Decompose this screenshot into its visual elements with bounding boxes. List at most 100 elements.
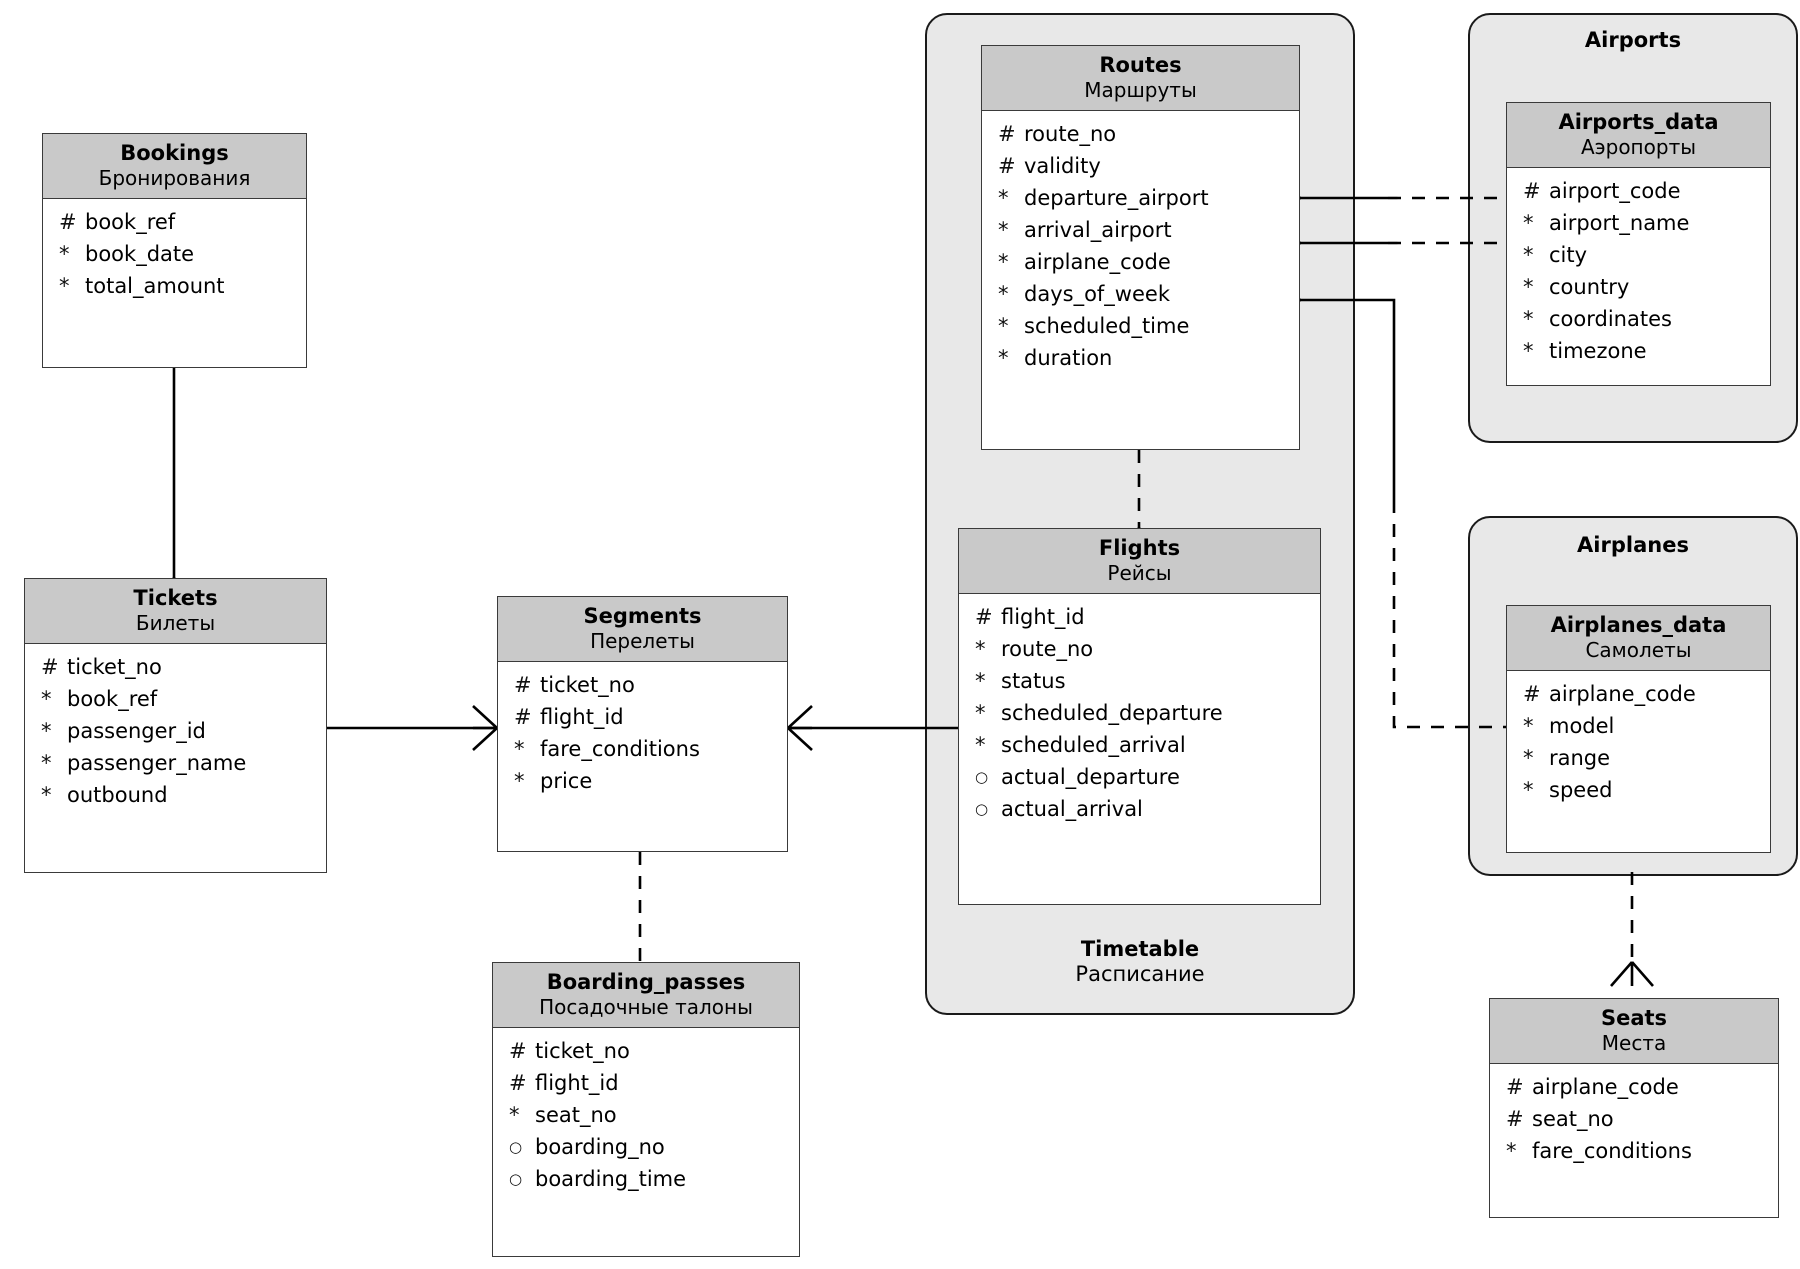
entity-segments-header: Segments Перелеты <box>498 597 787 663</box>
attribute-row: * status <box>959 666 1320 698</box>
attribute-row: # airplane_code <box>1507 679 1770 711</box>
entity-bookings[interactable]: Bookings Бронирования # book_ref * book_… <box>42 133 307 368</box>
attribute-row: * scheduled_time <box>982 311 1299 343</box>
entity-routes[interactable]: Routes Маршруты # route_no # validity * … <box>981 45 1300 450</box>
attribute-row: * route_no <box>959 634 1320 666</box>
attr-marker: * <box>998 281 1009 306</box>
attribute-row: * timezone <box>1507 336 1770 368</box>
attr-marker: * <box>59 274 70 298</box>
entity-segments-name-ru: Перелеты <box>590 629 695 654</box>
attribute-row: * passenger_id <box>25 716 326 748</box>
entity-airplanes-data[interactable]: Airplanes_data Самолеты # airplane_code … <box>1506 605 1771 853</box>
attribute-row: * scheduled_arrival <box>959 730 1320 762</box>
attr-marker: * <box>59 242 70 267</box>
attribute-row: # flight_id <box>959 602 1320 634</box>
attr-name: book_ref <box>67 687 158 712</box>
attr-marker: # <box>509 1039 527 1064</box>
attribute-row: * total_amount <box>43 271 306 303</box>
attr-marker: * <box>1523 777 1534 802</box>
attribute-row: ○ boarding_time <box>493 1164 799 1196</box>
attr-marker: * <box>514 737 525 761</box>
attr-name: arrival_airport <box>1024 217 1172 242</box>
entity-bookings-name-ru: Бронирования <box>98 166 251 191</box>
attribute-row: * book_ref <box>25 684 326 716</box>
attribute-row: * airport_name <box>1507 208 1770 240</box>
attr-name: total_amount <box>85 274 225 298</box>
attr-marker: ○ <box>509 1137 523 1156</box>
crowfoot-flights-left <box>787 705 813 751</box>
entity-flights[interactable]: Flights Рейсы # flight_id * route_no * s… <box>958 528 1321 905</box>
attr-marker: * <box>998 249 1009 274</box>
attr-marker: * <box>975 732 986 757</box>
entity-seats[interactable]: Seats Места # airplane_code # seat_no * … <box>1489 998 1779 1218</box>
attr-marker: * <box>1523 338 1534 363</box>
attribute-row: ○ boarding_no <box>493 1132 799 1164</box>
attr-name: ticket_no <box>67 655 162 680</box>
attr-name: departure_airport <box>1024 186 1209 210</box>
attr-marker: # <box>1523 179 1541 204</box>
entity-segments-name-en: Segments <box>583 604 702 628</box>
attr-name: book_ref <box>85 210 176 235</box>
attr-name: status <box>1001 669 1066 693</box>
attr-name: seat_no <box>1532 1107 1614 1132</box>
attribute-row: # flight_id <box>493 1068 799 1100</box>
attribute-row: * departure_airport <box>982 183 1299 215</box>
entity-routes-attributes: # route_no # validity * departure_airpor… <box>982 111 1299 384</box>
group-label-airplanes-en: Airplanes <box>1577 533 1689 557</box>
attr-marker: * <box>1506 1139 1517 1163</box>
group-label-airplanes: Airplanes <box>1468 533 1798 558</box>
attr-name: flight_id <box>535 1071 619 1096</box>
entity-flights-name-en: Flights <box>1098 536 1181 560</box>
attr-marker: # <box>41 655 59 680</box>
entity-airports-data-name-en: Airports_data <box>1558 110 1719 134</box>
attribute-row: # flight_id <box>498 702 787 734</box>
attribute-row: # validity <box>982 151 1299 183</box>
entity-bookings-attributes: # book_ref * book_date * total_amount <box>43 199 306 313</box>
attr-name: days_of_week <box>1024 281 1170 306</box>
entity-routes-header: Routes Маршруты <box>982 46 1299 112</box>
attr-marker: * <box>998 217 1009 242</box>
attr-name: flight_id <box>540 705 624 730</box>
attribute-row: * range <box>1507 743 1770 775</box>
group-label-airports-en: Airports <box>1584 28 1682 52</box>
attr-name: model <box>1549 714 1615 739</box>
edge-routes-airplanecode-dashed <box>1392 500 1506 729</box>
attr-name: city <box>1549 243 1588 267</box>
attribute-row: * seat_no <box>493 1100 799 1132</box>
entity-airports-data-attributes: # airport_code * airport_name * city * c… <box>1507 168 1770 377</box>
entity-routes-name-ru: Маршруты <box>1084 78 1197 103</box>
attribute-row: # ticket_no <box>493 1036 799 1068</box>
attr-name: book_date <box>85 242 195 267</box>
attr-name: airplane_code <box>1024 249 1171 274</box>
attribute-row: * fare_conditions <box>498 734 787 766</box>
entity-seats-attributes: # airplane_code # seat_no * fare_conditi… <box>1490 1064 1778 1178</box>
attr-name: outbound <box>67 782 168 807</box>
attr-marker: * <box>975 700 986 725</box>
entity-segments[interactable]: Segments Перелеты # ticket_no # flight_i… <box>497 596 788 852</box>
attribute-row: ○ actual_departure <box>959 762 1320 794</box>
attr-marker: # <box>1523 682 1541 707</box>
entity-bookings-name-en: Bookings <box>120 141 229 165</box>
attribute-row: * days_of_week <box>982 279 1299 311</box>
edge-routes-airplanecode-solid <box>1300 298 1396 500</box>
attribute-row: # airport_code <box>1507 176 1770 208</box>
entity-boarding-passes-name-ru: Посадочные талоны <box>539 995 753 1020</box>
attribute-row: * speed <box>1507 775 1770 807</box>
attr-marker: * <box>1523 746 1534 770</box>
attr-name: fare_conditions <box>540 737 700 761</box>
attr-name: validity <box>1024 154 1101 179</box>
attr-name: route_no <box>1024 122 1117 147</box>
entity-seats-name-en: Seats <box>1600 1006 1668 1030</box>
attr-name: passenger_name <box>67 750 247 775</box>
entity-airports-data[interactable]: Airports_data Аэропорты # airport_code *… <box>1506 102 1771 386</box>
attribute-row: * arrival_airport <box>982 215 1299 247</box>
group-label-airports: Airports <box>1468 28 1798 53</box>
entity-tickets[interactable]: Tickets Билеты # ticket_no * book_ref * … <box>24 578 327 873</box>
attr-name: ticket_no <box>540 673 635 698</box>
attribute-row: # route_no <box>982 119 1299 151</box>
attr-marker: # <box>998 122 1016 147</box>
entity-boarding-passes-header: Boarding_passes Посадочные талоны <box>493 963 799 1029</box>
attr-marker: # <box>59 210 77 235</box>
entity-boarding-passes[interactable]: Boarding_passes Посадочные талоны # tick… <box>492 962 800 1257</box>
attr-name: duration <box>1024 345 1113 370</box>
